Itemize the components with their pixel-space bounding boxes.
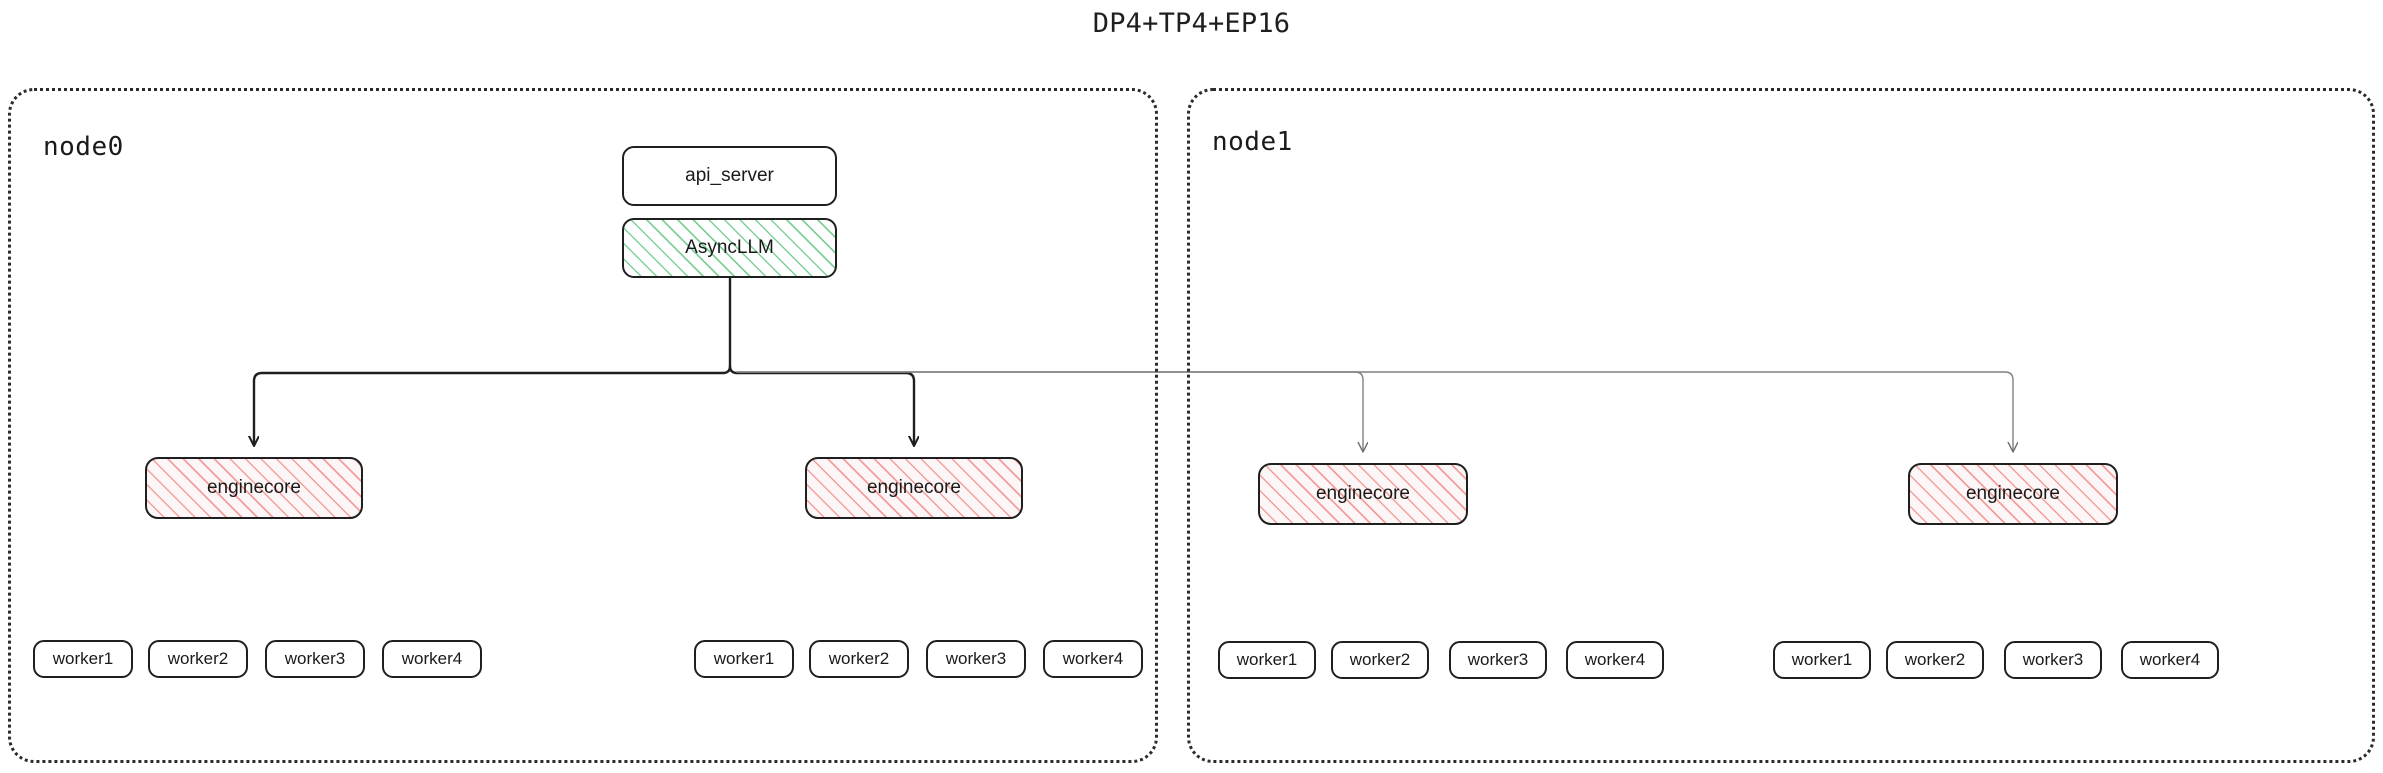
worker-box[interactable]: worker4 (382, 640, 482, 678)
enginecore-box-node1-1[interactable]: enginecore (1908, 463, 2118, 525)
worker-label: worker3 (284, 649, 346, 668)
node-label-node0: node0 (43, 132, 124, 162)
worker-box[interactable]: worker4 (2121, 641, 2219, 679)
enginecore-label: enginecore (1965, 483, 2061, 504)
enginecore-label: enginecore (866, 477, 962, 498)
enginecore-box-node1-0[interactable]: enginecore (1258, 463, 1468, 525)
enginecore-box-node0-0[interactable]: enginecore (145, 457, 363, 519)
worker-label: worker2 (1349, 650, 1411, 669)
worker-box[interactable]: worker2 (148, 640, 248, 678)
enginecore-label: enginecore (206, 477, 302, 498)
worker-label: worker1 (1791, 650, 1853, 669)
node-container-node1 (1187, 88, 2375, 763)
node-container-node0 (8, 88, 1158, 763)
worker-label: worker2 (167, 649, 229, 668)
enginecore-label: enginecore (1315, 483, 1411, 504)
worker-label: worker4 (2139, 650, 2201, 669)
worker-box[interactable]: worker4 (1043, 640, 1143, 678)
worker-box[interactable]: worker1 (694, 640, 794, 678)
worker-box[interactable]: worker4 (1566, 641, 1664, 679)
node-label-node1: node1 (1212, 127, 1293, 157)
worker-label: worker2 (1904, 650, 1966, 669)
async-llm-label: AsyncLLM (685, 237, 774, 258)
worker-box[interactable]: worker3 (265, 640, 365, 678)
api-server-box[interactable]: api_server (622, 146, 837, 206)
worker-box[interactable]: worker3 (926, 640, 1026, 678)
worker-box[interactable]: worker1 (1773, 641, 1871, 679)
worker-box[interactable]: worker2 (809, 640, 909, 678)
worker-label: worker1 (52, 649, 114, 668)
worker-box[interactable]: worker3 (1449, 641, 1547, 679)
page-title: DP4+TP4+EP16 (1092, 8, 1291, 39)
worker-label: worker3 (2022, 650, 2084, 669)
worker-label: worker3 (945, 649, 1007, 668)
worker-box[interactable]: worker1 (1218, 641, 1316, 679)
worker-label: worker1 (1236, 650, 1298, 669)
worker-label: worker2 (828, 649, 890, 668)
worker-box[interactable]: worker1 (33, 640, 133, 678)
worker-label: worker1 (713, 649, 775, 668)
worker-box[interactable]: worker3 (2004, 641, 2102, 679)
worker-label: worker4 (1062, 649, 1124, 668)
worker-box[interactable]: worker2 (1331, 641, 1429, 679)
worker-label: worker4 (401, 649, 463, 668)
worker-box[interactable]: worker2 (1886, 641, 1984, 679)
async-llm-box[interactable]: AsyncLLM (622, 218, 837, 278)
enginecore-box-node0-1[interactable]: enginecore (805, 457, 1023, 519)
worker-label: worker4 (1584, 650, 1646, 669)
worker-label: worker3 (1467, 650, 1529, 669)
api-server-label: api_server (685, 165, 774, 186)
